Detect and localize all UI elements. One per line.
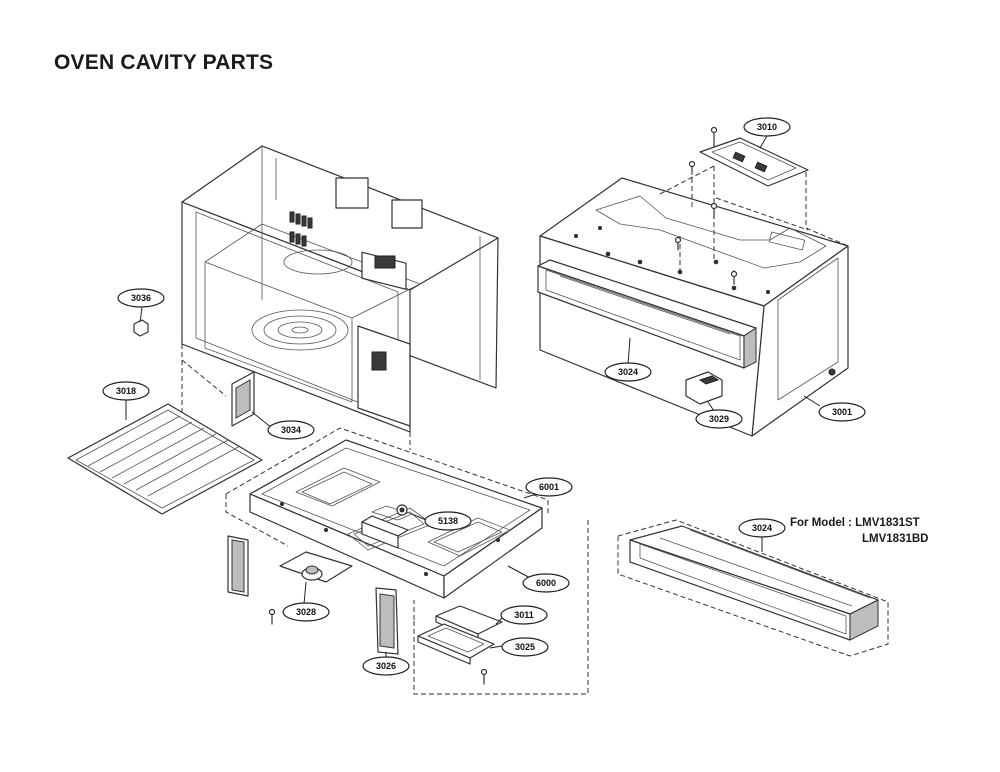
callout-3024-top: 3024 [604,362,652,382]
model-note-line1: For Model : LMV1831ST [790,517,920,529]
left-filter-drawing [227,535,249,597]
page-title: OVEN CAVITY PARTS [54,51,274,74]
part-3010-drawing [674,126,809,285]
callout-6001-label: 6001 [539,482,559,492]
part-3026-drawing [375,587,399,658]
callout-3018: 3018 [102,381,150,401]
callout-3028: 3028 [282,602,330,622]
callout-6000: 6000 [522,573,570,593]
callout-3010-label: 3010 [757,122,777,132]
callout-3024-bottom: 3024 [738,518,786,538]
part-3024-alt-drawing [617,519,889,657]
callout-3025-label: 3025 [515,642,535,652]
callout-3029-label: 3029 [709,414,729,424]
callout-3018-label: 3018 [116,386,136,396]
callout-3024-bottom-label: 3024 [752,523,772,533]
callout-3001: 3001 [818,402,866,422]
callout-3025: 3025 [501,637,549,657]
callout-3028-label: 3028 [296,607,316,617]
callout-6000-label: 6000 [536,578,556,588]
model-note-line2: LMV1831BD [862,533,929,545]
callout-5138: 5138 [424,511,472,531]
callout-5138-label: 5138 [438,516,458,526]
callout-3036: 3036 [117,288,165,308]
part-3028-drawing [268,551,353,625]
callout-3034-label: 3034 [281,425,301,435]
callout-3036-label: 3036 [131,293,151,303]
oven-cavity-drawing [181,145,499,450]
part-3029-drawing [685,371,723,415]
callout-3029: 3029 [695,409,743,429]
part-3034-drawing [231,371,273,429]
part-3024-top-drawing [537,259,757,369]
part-3036-drawing [133,307,149,337]
callout-3011-label: 3011 [514,610,534,620]
callout-6001: 6001 [525,477,573,497]
part-3011-3025-drawing [417,605,503,685]
callout-3026: 3026 [362,656,410,676]
callout-3011: 3011 [500,605,548,625]
model-note: For Model : LMV1831ST LMV1831BD [790,515,928,547]
callout-3034: 3034 [267,420,315,440]
callout-3010: 3010 [743,117,791,137]
bottom-plate-drawing [225,427,589,695]
part-3018-drawing [67,398,263,515]
callout-3024-top-label: 3024 [618,367,638,377]
callout-3026-label: 3026 [376,661,396,671]
callout-3001-label: 3001 [832,407,852,417]
